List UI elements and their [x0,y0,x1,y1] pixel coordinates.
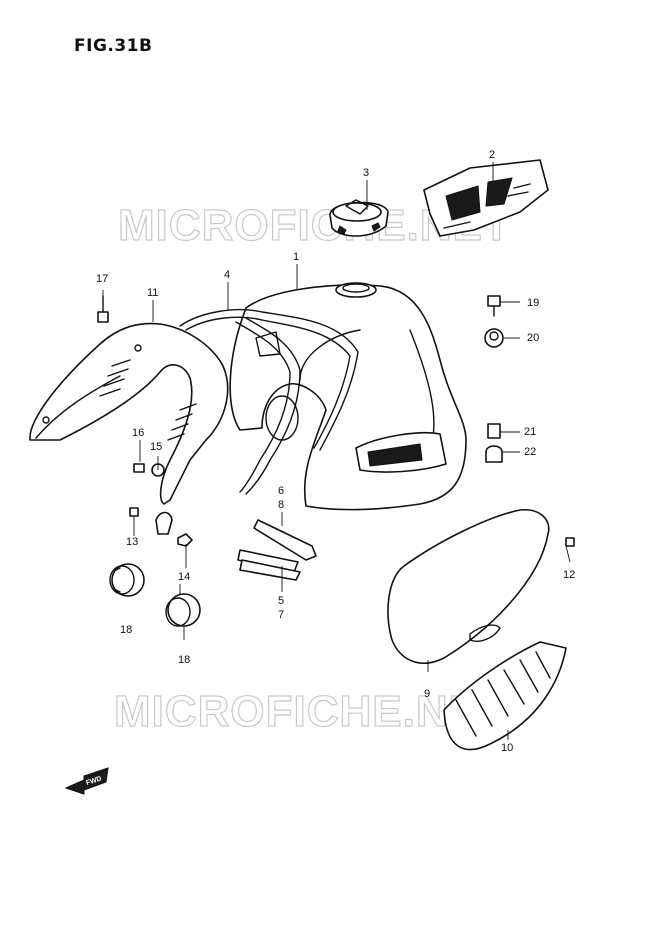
callout-7: 7 [278,609,284,621]
callout-11: 11 [147,287,158,299]
cushion-18a-part [109,563,145,597]
fuel-tank-part [229,282,467,511]
forward-direction-marker: FWD [64,767,109,795]
callout-16: 16 [132,427,144,439]
cushion-22-part [485,445,503,463]
screw-12-part [565,537,575,547]
fastener-19-part [487,295,501,317]
callout-21: 21 [524,426,536,438]
right-side-cover-part [387,509,550,664]
figure-title: FIG.31B [74,36,153,56]
callout-8: 8 [278,499,284,511]
callout-15: 15 [150,441,162,453]
callout-6: 6 [278,485,284,497]
callout-5: 5 [278,595,284,607]
cushion-21-part [487,423,501,439]
tie-band-part [237,519,317,581]
callout-3: 3 [363,167,369,179]
left-side-cover-part [29,322,229,505]
callout-20: 20 [527,332,539,344]
callout-18b: 18 [178,654,190,666]
callout-1: 1 [293,251,299,263]
grille-cover-part [443,641,567,751]
callout-12: 12 [563,569,575,581]
callout-19: 19 [527,297,539,309]
callout-17: 17 [96,273,108,285]
callout-2: 2 [489,149,495,161]
mounting-hardware [129,463,193,547]
callout-14: 14 [178,571,190,583]
tank-rubber-part [179,309,359,495]
callout-22: 22 [524,446,536,458]
svg-text:FWD: FWD [85,775,102,787]
fuel-cap-part [329,199,389,237]
callout-labels: 1 2 3 4 5 6 7 8 9 10 11 12 13 14 15 16 1… [96,149,575,754]
tank-emblem-part [423,159,549,237]
cushion-18b-part [165,593,201,627]
callout-4: 4 [224,269,230,281]
callout-13: 13 [126,536,138,548]
grommet-20-part [484,328,504,348]
callout-18a: 18 [120,624,132,636]
watermark-bottom: MICROFICHE.NET [114,687,507,736]
callout-9: 9 [424,688,430,700]
leader-lines [102,162,571,740]
callout-10: 10 [501,742,513,754]
